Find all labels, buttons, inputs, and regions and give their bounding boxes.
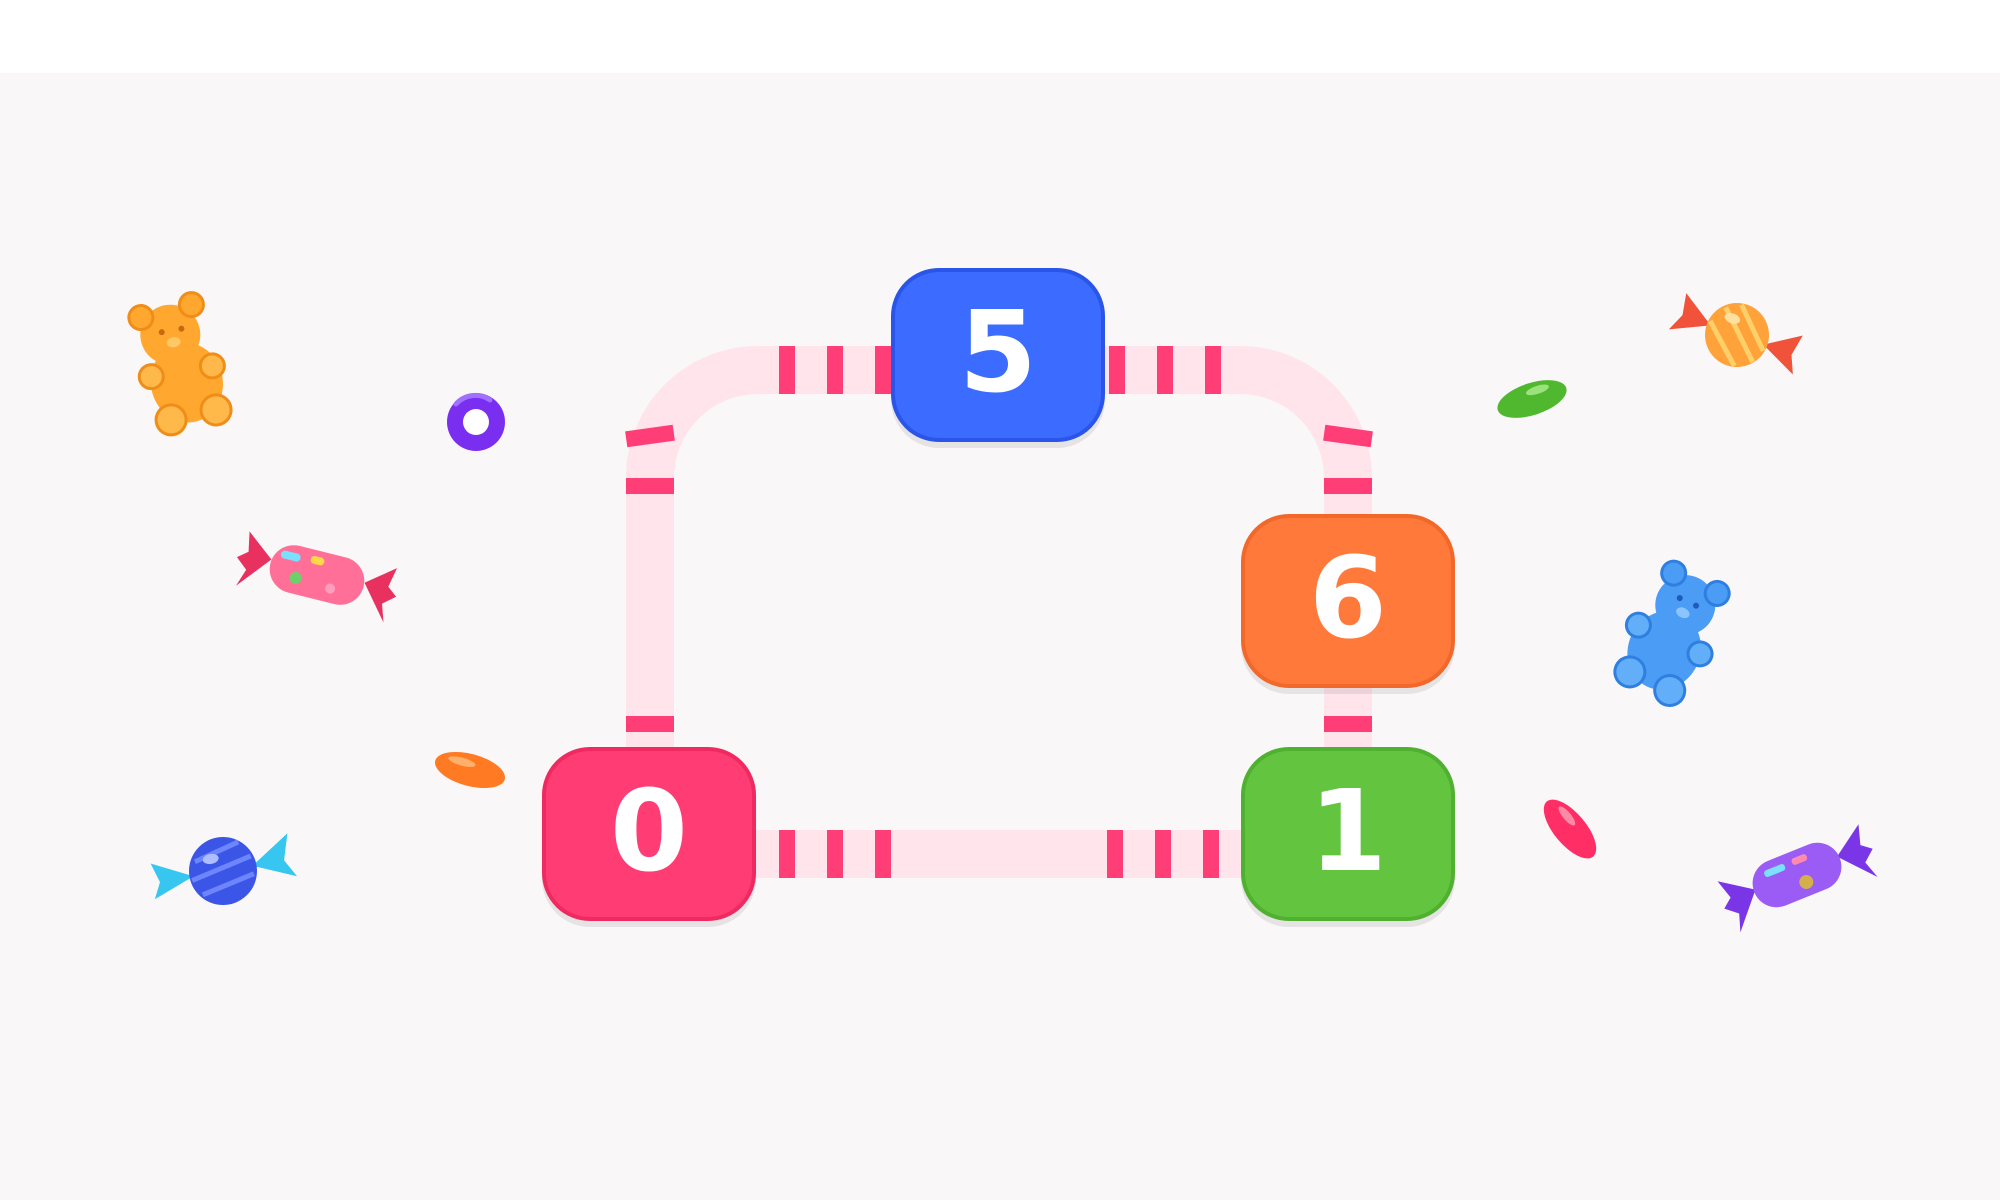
stripe (1203, 830, 1219, 878)
stripe (779, 346, 795, 394)
tile-value: 1 (1309, 767, 1387, 897)
stripe (626, 478, 674, 494)
stripe (827, 830, 843, 878)
stripe (1323, 424, 1373, 448)
stripe (1205, 346, 1221, 394)
purple-wrapped-candy-icon (1717, 824, 1878, 933)
tile-5[interactable]: 5 (891, 268, 1105, 442)
stripe (1155, 830, 1171, 878)
stripe (1107, 830, 1123, 878)
tile-6[interactable]: 6 (1241, 514, 1455, 688)
tile-value: 6 (1309, 534, 1387, 664)
stripe (1324, 478, 1372, 494)
tile-1[interactable]: 1 (1241, 747, 1455, 921)
stripe (626, 716, 674, 732)
tile-value: 5 (959, 288, 1037, 418)
stripe (875, 830, 891, 878)
green-jelly-bean-icon (1497, 380, 1567, 418)
orange-wrapped-candy-icon (1668, 293, 1803, 375)
orange-jelly-bean-icon (434, 751, 506, 789)
stripe (779, 830, 795, 878)
orange-gummy-bear-icon (127, 291, 233, 437)
blue-gummy-bear-icon (1613, 559, 1731, 707)
path-stripes (625, 346, 1373, 878)
stripe (875, 346, 891, 394)
purple-ring-candy-icon (447, 392, 505, 451)
stripe (625, 424, 675, 448)
stripe (1157, 346, 1173, 394)
stripe (1109, 346, 1125, 394)
pink-jelly-bean-icon (1543, 799, 1597, 859)
blue-wrapped-candy-icon (150, 833, 298, 905)
stripe (827, 346, 843, 394)
stripe (1324, 716, 1372, 732)
pink-wrapped-candy-icon (235, 531, 398, 623)
tile-0[interactable]: 0 (542, 747, 756, 921)
tile-value: 0 (610, 767, 688, 897)
